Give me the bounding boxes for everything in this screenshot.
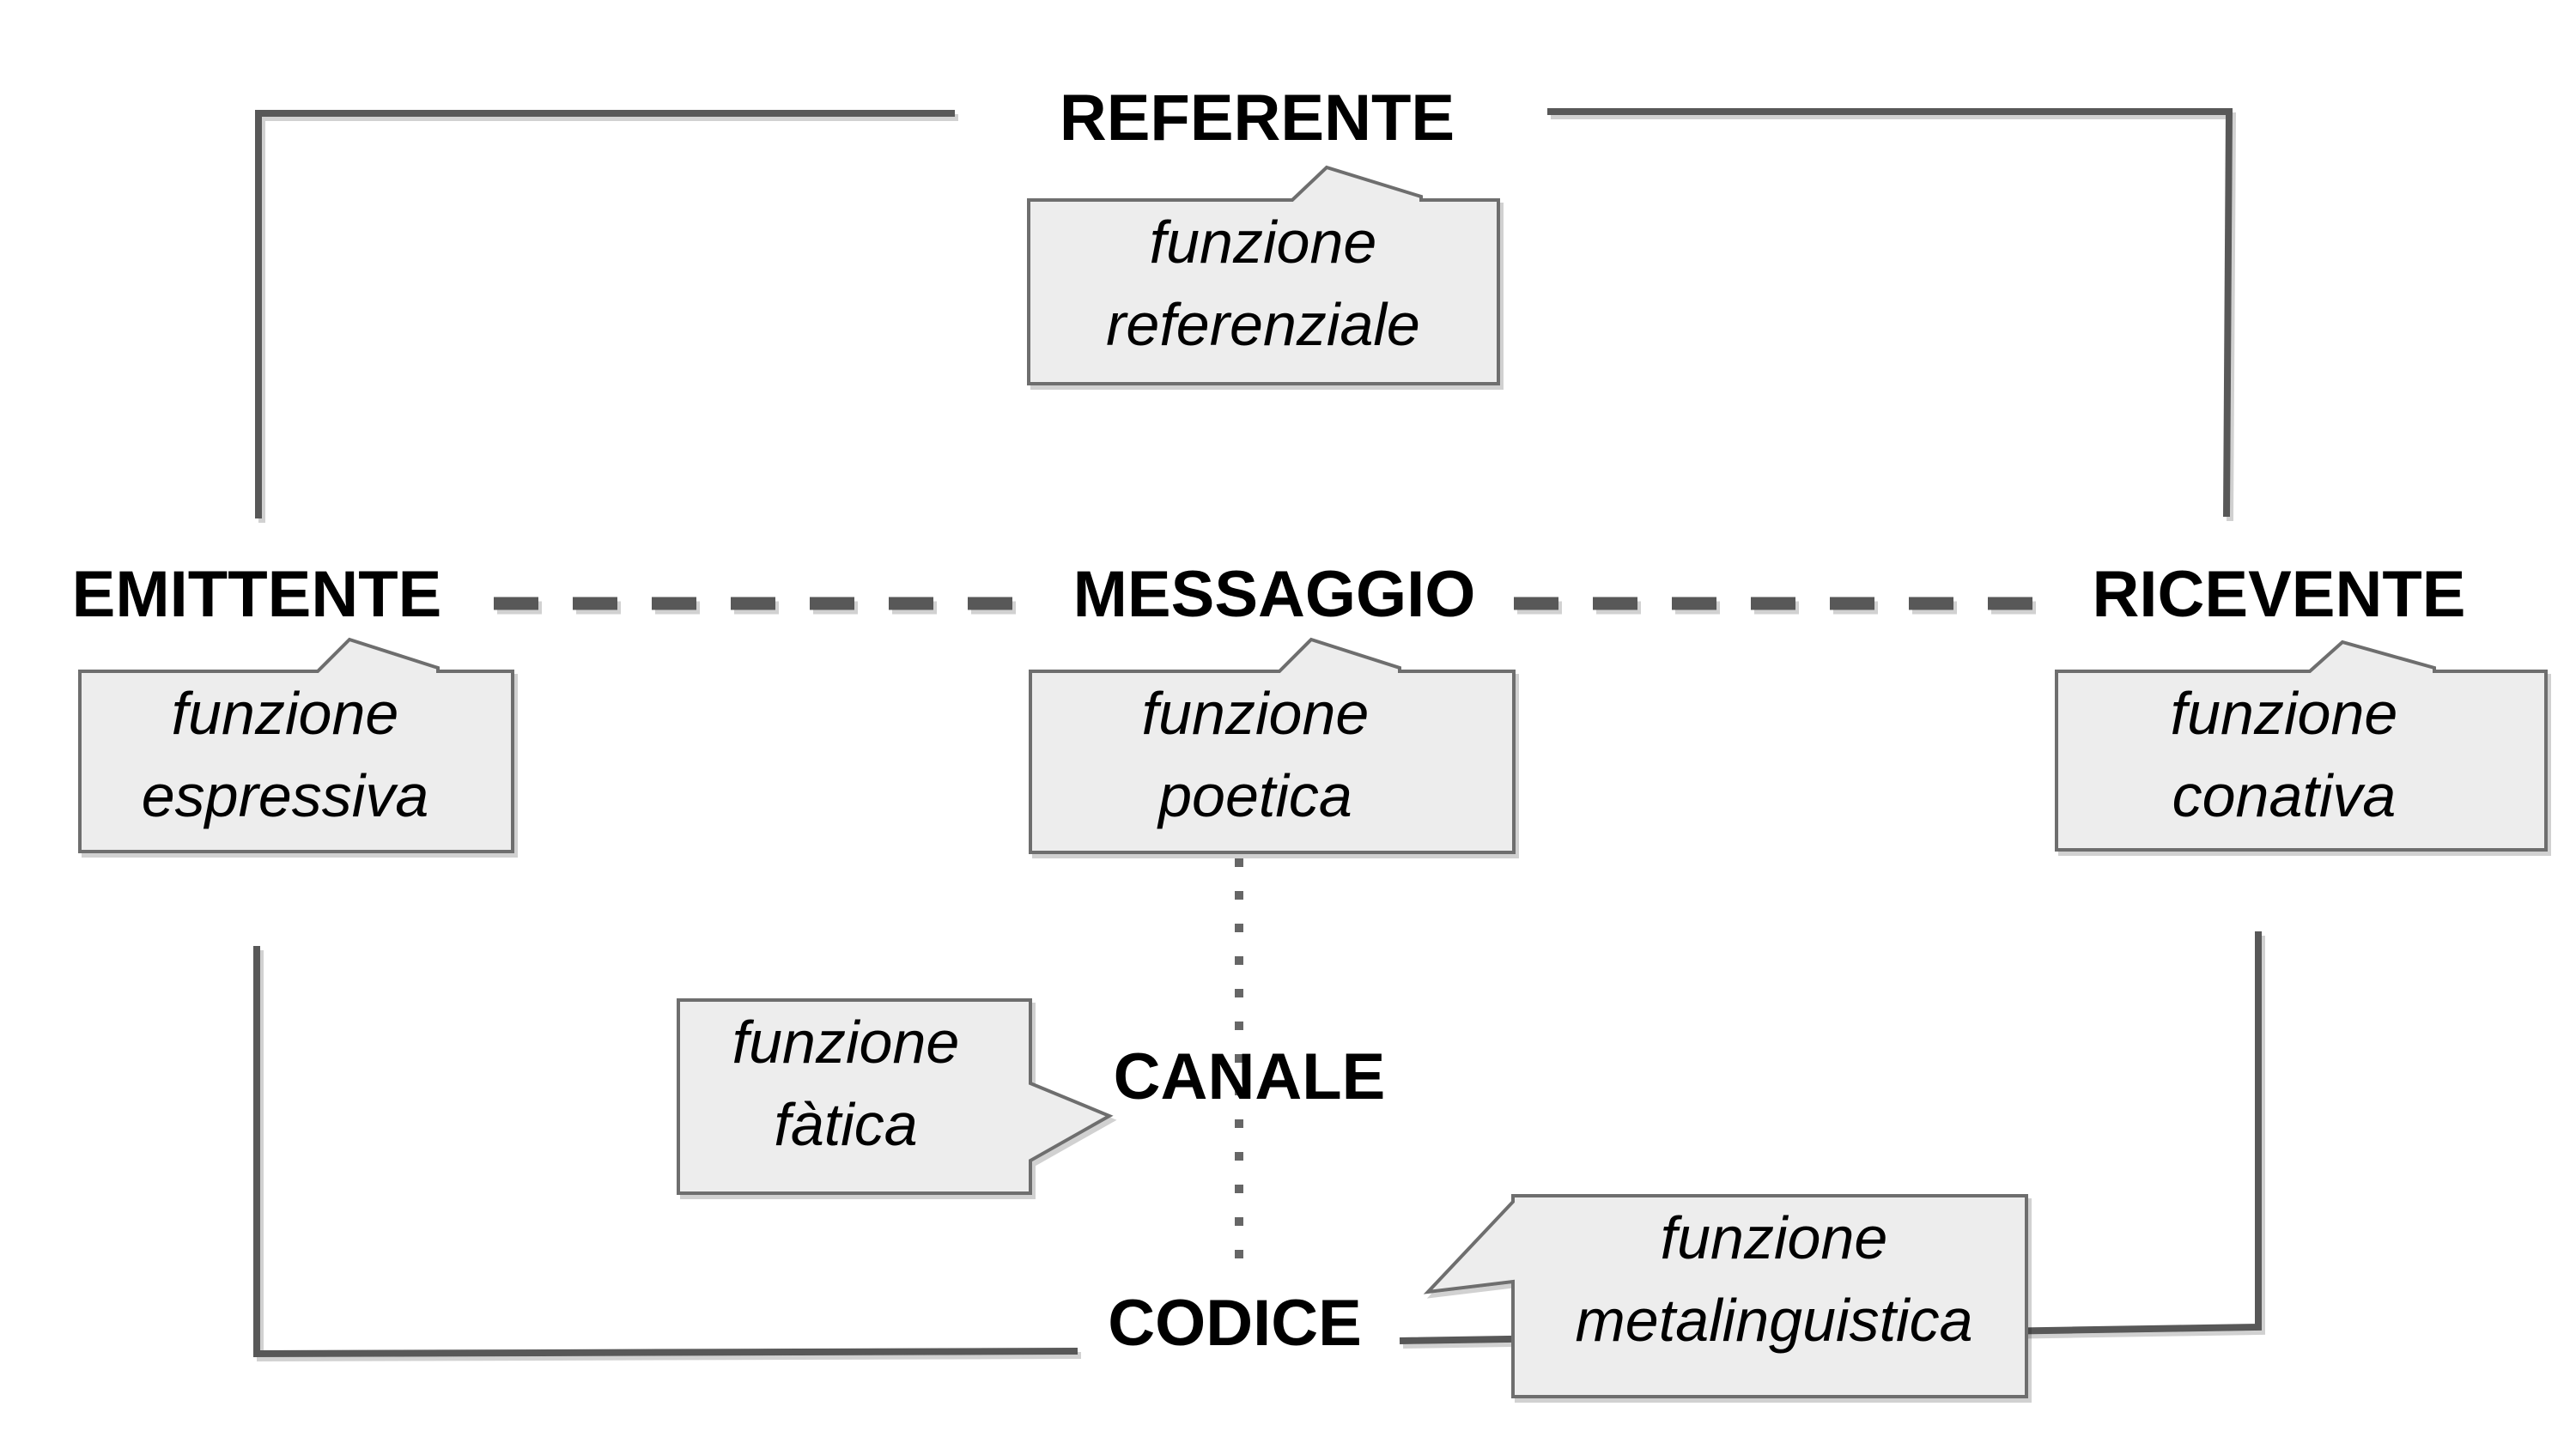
- callout-fatica-line2: fàtica: [774, 1091, 917, 1158]
- node-label-canale: CANALE: [1114, 1040, 1386, 1113]
- node-label-referente: REFERENTE: [1060, 82, 1455, 155]
- callout-conativa: [2055, 640, 2548, 852]
- callout-metalinguistica-line2: metalinguistica: [1576, 1287, 1973, 1354]
- connector-emittente-referente: [255, 110, 955, 518]
- callout-referenziale-line2: referenziale: [1106, 291, 1420, 358]
- callout-espressiva-line2: espressiva: [142, 762, 429, 829]
- callout-espressiva-line1: funzione: [172, 680, 399, 747]
- connector-referente-ricevente: [1547, 108, 2233, 518]
- callout-fatica: [677, 998, 1114, 1195]
- node-label-ricevente: RICEVENTE: [2093, 558, 2466, 631]
- callout-poetica-line2: poetica: [1157, 762, 1352, 829]
- callout-poetica: [1029, 637, 1516, 854]
- connector-emittente-codice: [253, 946, 1078, 1358]
- node-label-codice: CODICE: [1108, 1287, 1362, 1360]
- callout-espressiva: [78, 637, 514, 853]
- callout-referenziale: [1027, 165, 1500, 385]
- node-label-emittente: EMITTENTE: [72, 558, 442, 631]
- callout-metalinguistica-line1: funzione: [1661, 1204, 1888, 1271]
- node-label-messaggio: MESSAGGIO: [1073, 558, 1476, 631]
- callout-fatica-line1: funzione: [732, 1009, 960, 1076]
- callout-metalinguistica: [1423, 1194, 2028, 1398]
- callout-referenziale-line1: funzione: [1150, 209, 1377, 276]
- callout-conativa-line2: conativa: [2172, 762, 2397, 829]
- callout-conativa-line1: funzione: [2171, 680, 2398, 747]
- callout-poetica-line1: funzione: [1142, 680, 1370, 747]
